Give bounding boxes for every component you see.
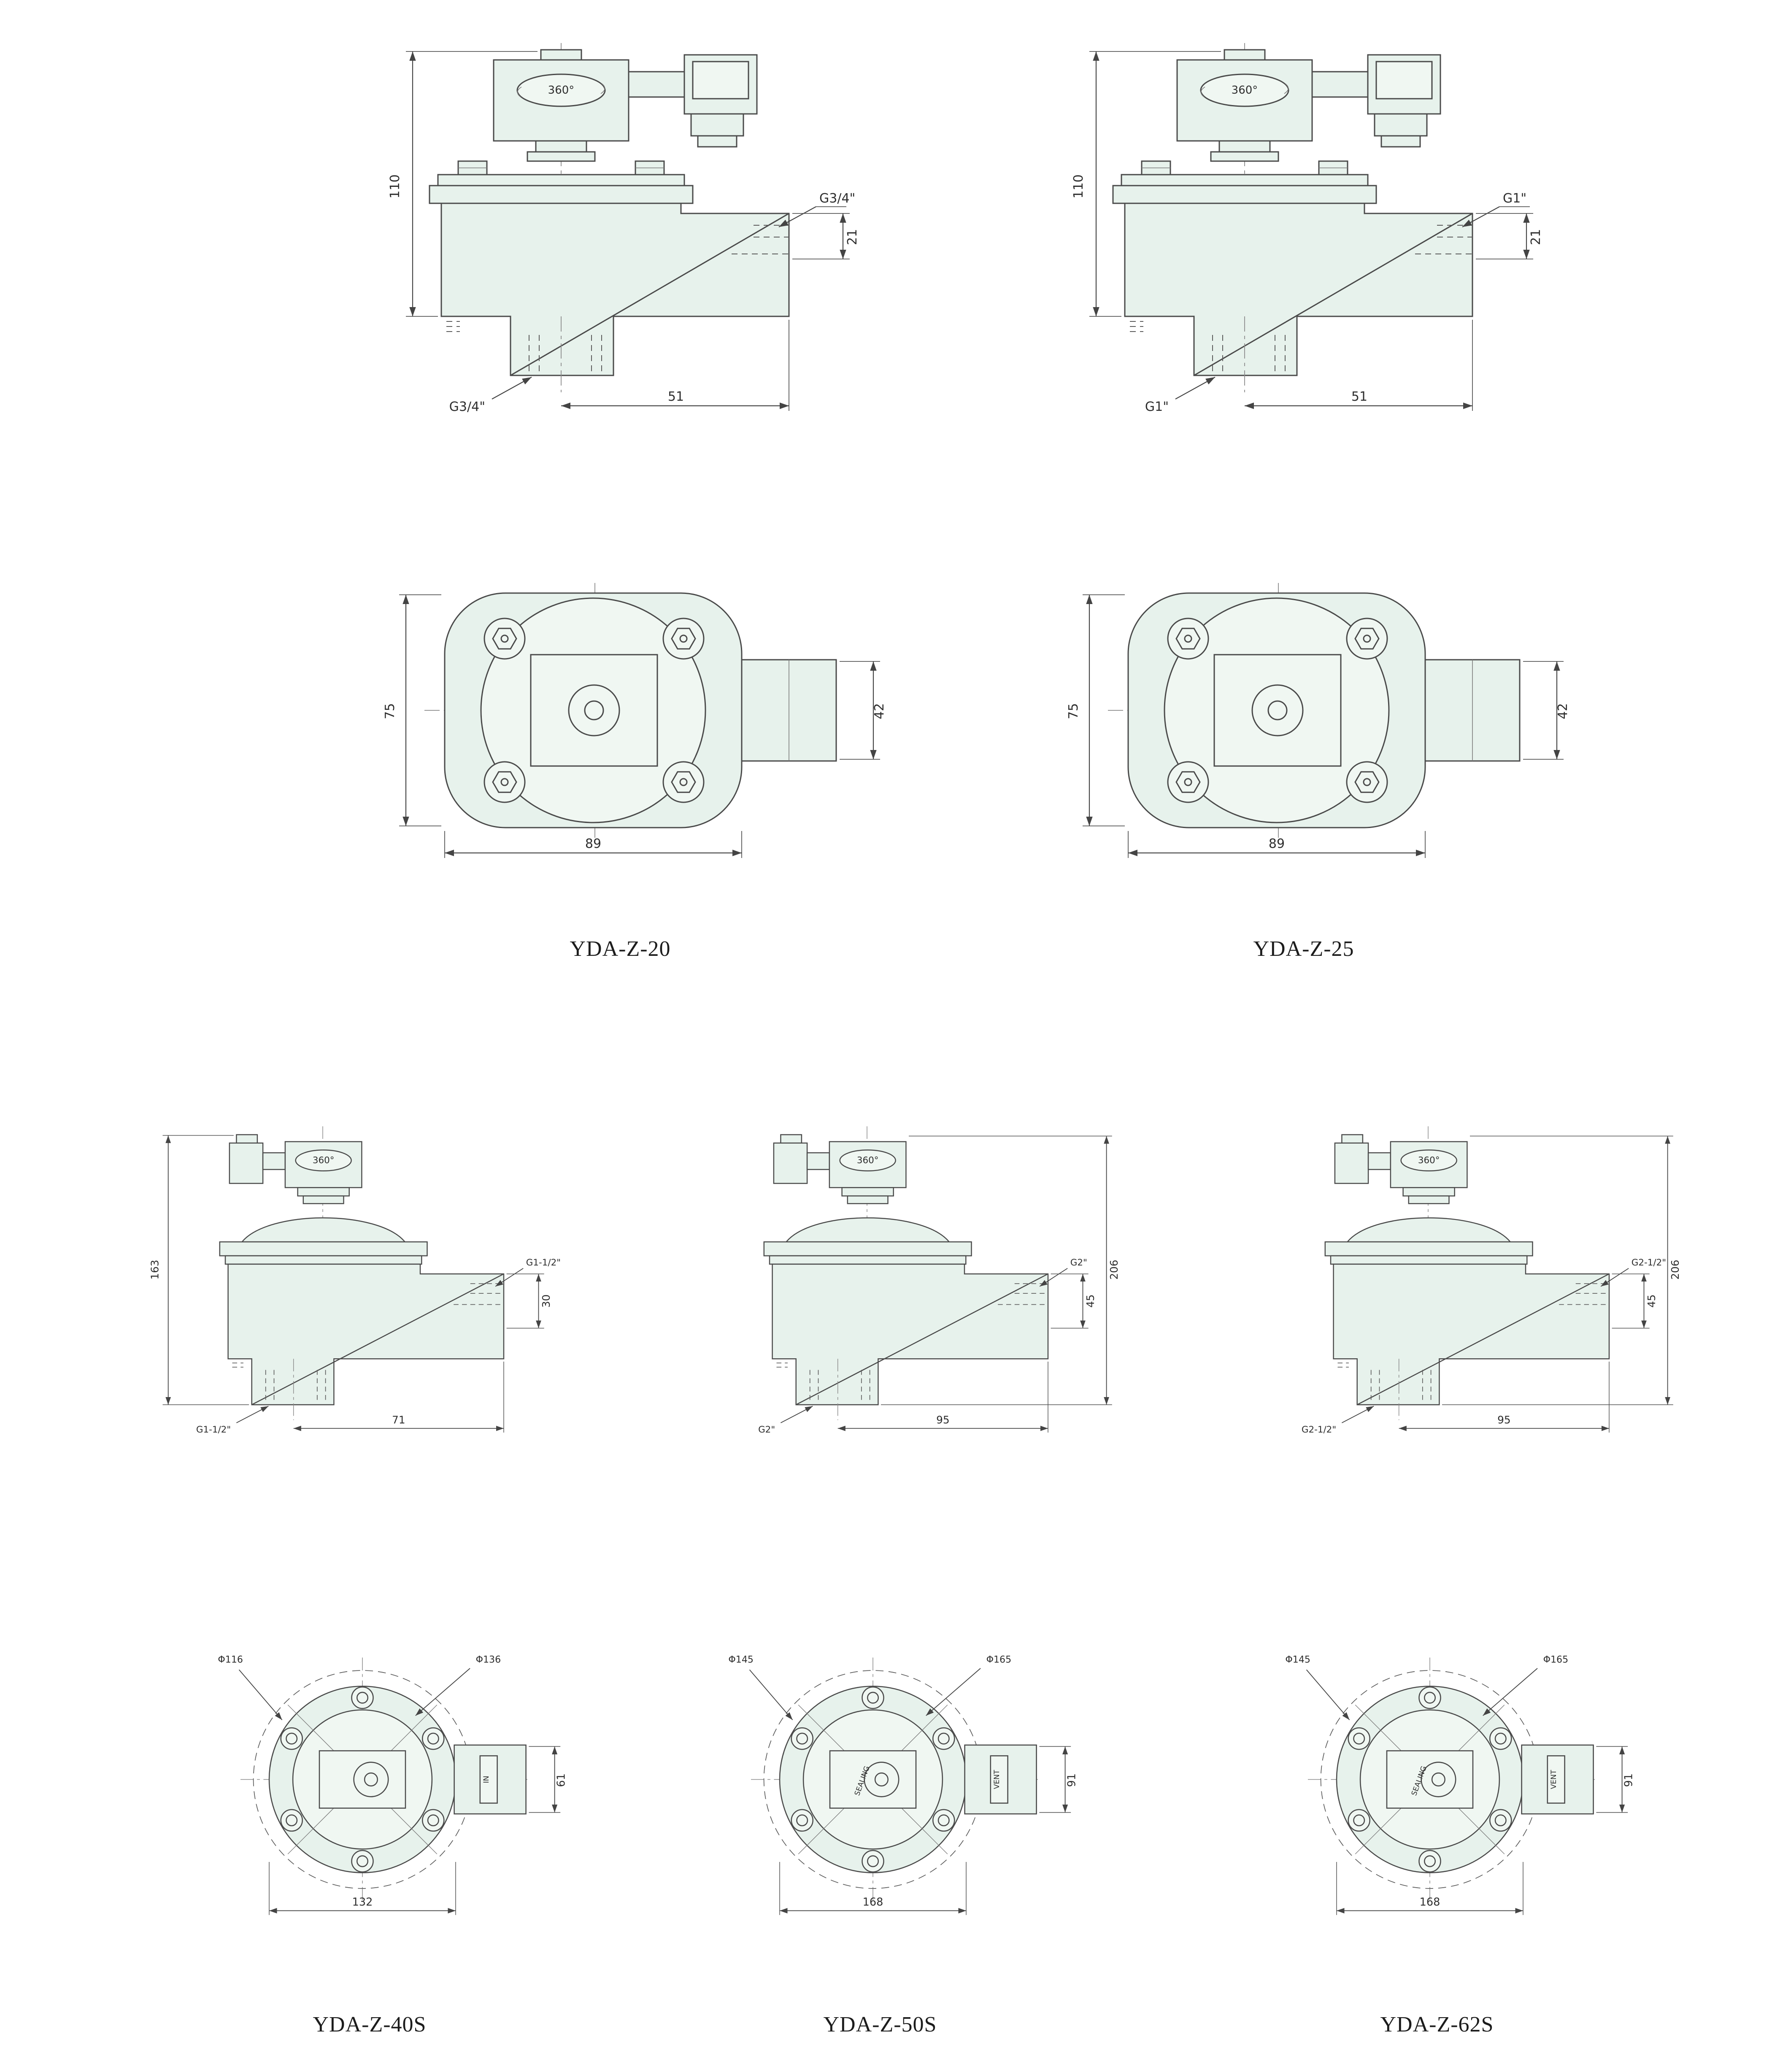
valve-side-outline — [1089, 43, 1533, 411]
dim-inner-diameter-label: Φ116 — [218, 1654, 243, 1665]
dim-outlet-height-label: 61 — [555, 1773, 567, 1787]
dim-body-width-label: 168 — [1420, 1896, 1440, 1909]
rotation-label: 360° — [1418, 1155, 1440, 1166]
rotation-label: 360° — [313, 1155, 335, 1166]
valve-flange-outline — [750, 1658, 1071, 1915]
dim-port-offset-label: 45 — [1084, 1295, 1097, 1308]
bottom-view-yda-z-50s: Φ145 Φ165 91 168 VENT SEALING — [728, 1654, 1078, 1941]
top-view-yda-z-25: 75 42 89 — [1066, 569, 1570, 873]
side-view-yda-z-20: 360° 110 G3/4" 21 G3/4" 51 — [388, 38, 860, 414]
dim-outlet-height-label: 42 — [1556, 703, 1570, 719]
dim-center-outlet-label: 71 — [392, 1414, 405, 1426]
dim-port-offset-label: 21 — [1529, 229, 1543, 245]
dim-center-outlet-label: 51 — [1351, 389, 1367, 404]
model-caption-yda-z-20: YDA-Z-20 — [570, 937, 671, 961]
valve-flange-outline — [239, 1658, 561, 1915]
dim-height-label: 163 — [149, 1260, 161, 1279]
model-caption-yda-z-40s: YDA-Z-40S — [313, 2013, 427, 2037]
dim-body-width-label: 89 — [585, 836, 601, 851]
valve-side-outline — [764, 1126, 1089, 1433]
dim-body-height-label: 75 — [1066, 703, 1081, 719]
model-caption-yda-z-62s: YDA-Z-62S — [1380, 2013, 1494, 2037]
rotation-label: 360° — [857, 1155, 879, 1166]
valve-top-outline — [399, 583, 880, 858]
port-side-label: G2" — [1070, 1257, 1087, 1268]
dim-center-outlet-label: 51 — [668, 389, 684, 404]
dim-port-offset-label: 30 — [540, 1295, 552, 1308]
dim-outer-diameter-label: Φ165 — [1543, 1654, 1569, 1665]
side-view-yda-z-25: 360° 110 G1" 21 G1" 51 — [1071, 38, 1543, 414]
dim-center-outlet-label: 95 — [936, 1414, 950, 1426]
dim-body-width-label: 168 — [863, 1896, 883, 1909]
port-side-label: G1-1/2" — [526, 1257, 561, 1268]
dim-inner-diameter-label: Φ145 — [728, 1654, 754, 1665]
dim-height-label: 110 — [388, 174, 402, 198]
port-side-label: G1" — [1503, 191, 1526, 206]
dim-body-width-label: 89 — [1269, 836, 1285, 851]
dim-height-label: 206 — [1669, 1260, 1681, 1279]
rotation-label: 360° — [1232, 84, 1258, 97]
dim-outer-diameter-label: Φ136 — [476, 1654, 501, 1665]
port-bottom-label: G3/4" — [449, 399, 485, 414]
port-bottom-label: G2-1/2" — [1302, 1424, 1336, 1435]
rotation-label: 360° — [548, 84, 575, 97]
port-bottom-label: G1-1/2" — [196, 1424, 231, 1435]
dim-body-width-label: 132 — [352, 1896, 373, 1909]
port-box-label: VENT — [1550, 1770, 1558, 1789]
side-view-yda-z-62s: 360° 206 G2-1/2" 45 G2-1/2" 95 — [1302, 1122, 1681, 1435]
dim-port-offset-label: 21 — [845, 229, 860, 245]
dim-port-offset-label: 45 — [1645, 1295, 1658, 1308]
dim-height-label: 110 — [1071, 174, 1086, 198]
dim-outlet-height-label: 91 — [1622, 1773, 1635, 1787]
side-view-yda-z-40s: 360° 163 G1-1/2" 30 G1-1/2" 71 — [149, 1122, 561, 1435]
port-box-label: VENT — [993, 1770, 1001, 1789]
model-caption-yda-z-25: YDA-Z-25 — [1253, 937, 1354, 961]
side-view-yda-z-50s: 360° 206 G2" 45 G2" 95 — [758, 1122, 1120, 1435]
port-bottom-label: G2" — [758, 1424, 775, 1435]
port-box-label: IN — [482, 1776, 491, 1783]
dim-inner-diameter-label: Φ145 — [1285, 1654, 1310, 1665]
dim-outlet-height-label: 42 — [872, 703, 887, 719]
valve-side-outline — [220, 1126, 544, 1433]
bottom-view-yda-z-40s: Φ116 Φ136 61 132 IN — [218, 1654, 567, 1941]
valve-flange-outline — [1307, 1658, 1628, 1915]
dim-body-height-label: 75 — [383, 703, 397, 719]
dim-center-outlet-label: 95 — [1497, 1414, 1511, 1426]
dim-height-label: 206 — [1108, 1260, 1120, 1279]
port-side-label: G2-1/2" — [1632, 1257, 1666, 1268]
port-bottom-label: G1" — [1145, 399, 1169, 414]
valve-side-outline — [406, 43, 850, 411]
top-view-yda-z-20: 75 42 89 — [383, 569, 887, 873]
dim-outlet-height-label: 91 — [1065, 1773, 1078, 1787]
valve-side-outline — [1325, 1126, 1650, 1433]
valve-top-outline — [1083, 583, 1564, 858]
bottom-view-yda-z-62s: Φ145 Φ165 91 168 VENT SEALING — [1285, 1654, 1635, 1941]
dim-outer-diameter-label: Φ165 — [986, 1654, 1012, 1665]
port-side-label: G3/4" — [819, 191, 855, 206]
model-caption-yda-z-50s: YDA-Z-50S — [823, 2013, 937, 2037]
